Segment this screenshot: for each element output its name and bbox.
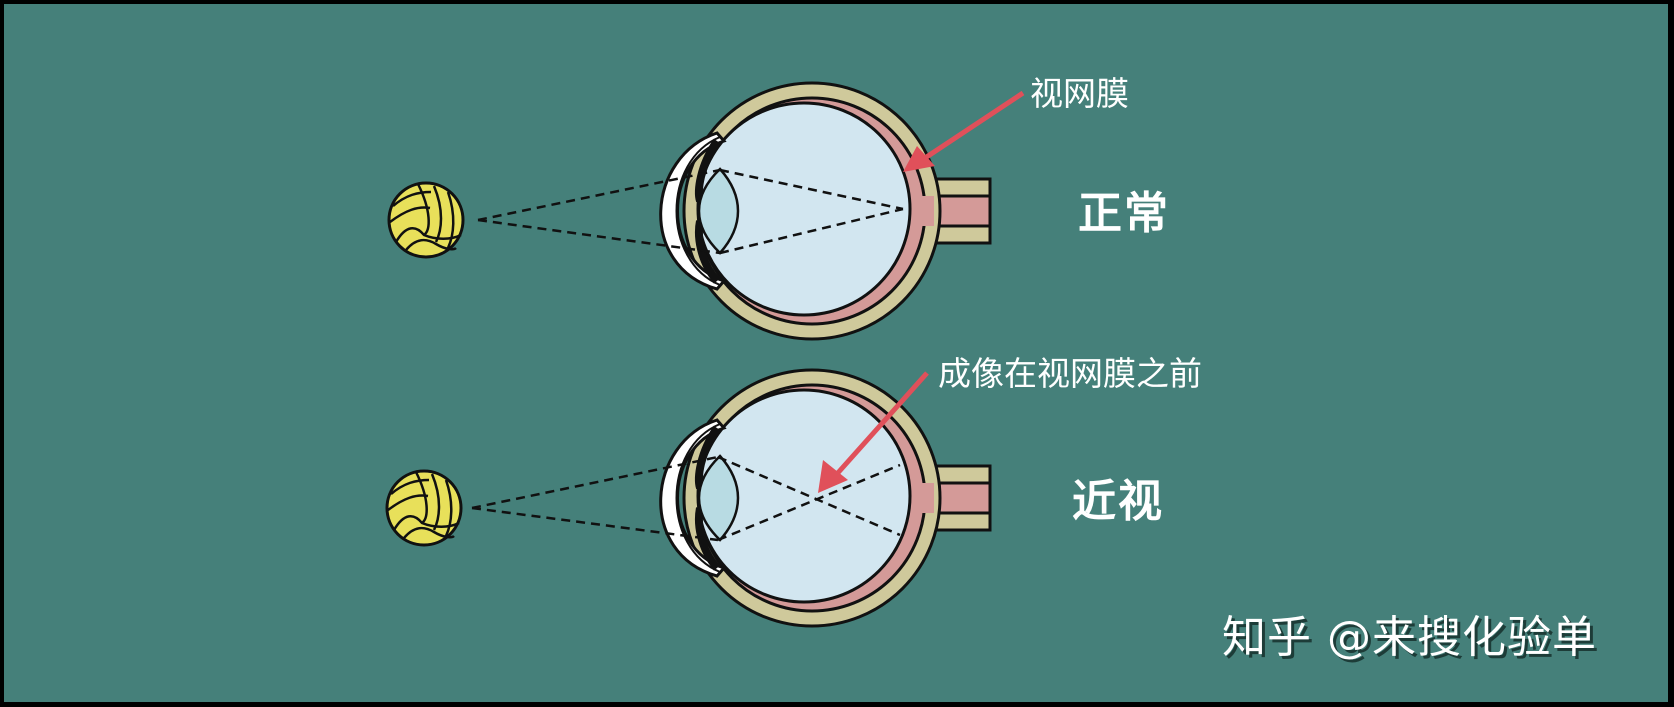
myopia-annotation: 成像在视网膜之前 (938, 354, 1202, 393)
normal-eye-diagram (387, 83, 1025, 339)
eye-normal (661, 83, 990, 339)
ball-icon-top (387, 181, 465, 259)
myopia-title: 近视 (1072, 476, 1164, 527)
normal-title: 正常 (1078, 188, 1170, 239)
ball-icon-bottom (385, 469, 463, 547)
focus-arrow-icon (818, 371, 929, 493)
myopia-eye-diagram (385, 370, 990, 626)
diagram-canvas: 视网膜 正常 成像在视网膜之前 近视 知乎 @来搜化验单 (4, 4, 1668, 702)
retina-label: 视网膜 (1030, 74, 1129, 113)
retina-arrow-icon (903, 90, 1025, 172)
light-rays-myopia (471, 455, 901, 542)
eye-diagram-svg (385, 4, 1025, 702)
watermark: 知乎 @来搜化验单 (1222, 612, 1597, 663)
eye-myopia (661, 370, 990, 626)
light-rays-normal (477, 168, 904, 255)
